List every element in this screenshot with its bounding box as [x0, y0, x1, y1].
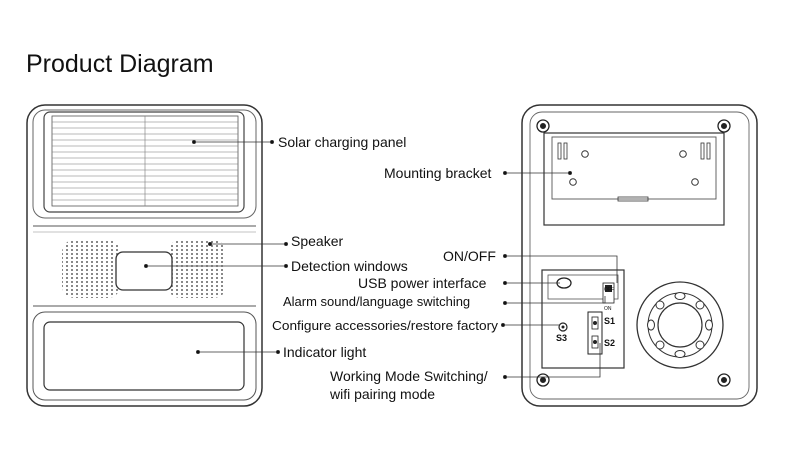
on-off-switch[interactable] [602, 282, 615, 304]
s3-label: S3 [556, 333, 567, 343]
label-working-mode: Working Mode Switching/ [330, 368, 488, 384]
label-wifi-pairing: wifi pairing mode [329, 386, 435, 402]
s1-label: S1 [604, 316, 615, 326]
label-solar-panel: Solar charging panel [278, 134, 406, 150]
s2-label: S2 [604, 338, 615, 348]
mounting-bracket [543, 132, 725, 226]
switch-on-label: ON [604, 306, 612, 312]
label-on-off: ON/OFF [443, 248, 496, 264]
rear-speaker [636, 281, 724, 369]
switch-off-label: OFF [604, 287, 614, 293]
switch-compartment: OFF ON S1 S2 S3 [541, 269, 625, 369]
detection-window [115, 251, 173, 291]
page-title: Product Diagram [26, 50, 214, 78]
label-detection-windows: Detection windows [291, 258, 408, 274]
back-view: OFF ON S1 S2 S3 [521, 104, 758, 407]
front-view [26, 104, 263, 407]
label-configure-accessories: Configure accessories/restore factory [272, 318, 499, 333]
label-mounting-bracket: Mounting bracket [384, 165, 492, 181]
label-indicator-light: Indicator light [283, 344, 366, 360]
indicator-light [43, 321, 245, 391]
label-speaker: Speaker [291, 233, 343, 249]
label-alarm-switching: Alarm sound/language switching [283, 294, 470, 309]
speaker-grille [62, 240, 226, 298]
label-usb-power: USB power interface [358, 275, 487, 291]
solar-panel [43, 111, 245, 213]
